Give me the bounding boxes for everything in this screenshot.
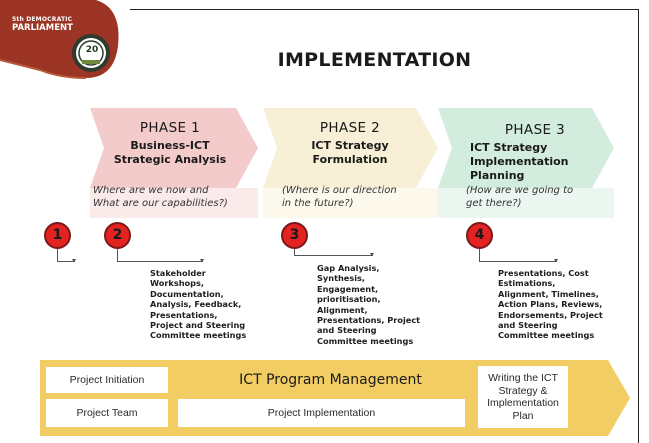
phase2-activity-line: Engagement, [317,283,379,294]
phase3-title-line2: Implementation [470,155,569,168]
title-area: IMPLEMENTATION [0,0,649,80]
step-2-arrowhead [200,259,204,262]
phase3-activity-line: Estimations, [498,278,556,289]
phase1-question-line2: What are our capabilities?) [93,198,228,209]
program-management-title: ICT Program Management [239,372,422,388]
phase1-title-line2: Strategic Analysis [113,153,227,166]
phase3-activity-line: Committee meetings [498,330,595,341]
phase2-activity-line: Gap Analysis, [317,263,380,273]
phase3-activity-line: and Steering [498,320,558,331]
writing-plan-box [478,366,568,428]
phase1-activity-line: Presentations, [150,309,218,320]
writing-plan-line3: Implementation [487,397,559,409]
phase2-activity-line: and Steering [317,325,377,336]
phase3-question: (How are we going to get there?) [466,184,573,210]
step-4-connector [479,249,557,262]
step-1-connector [57,249,75,262]
phase1-activity-line: Workshops, [150,278,205,289]
phase3-activity-line: Presentations, Cost [498,268,589,278]
writing-plan-line4: Plan [512,409,534,422]
phase3-activity-line: Action Plans, Reviews, [498,299,603,310]
phase1-header: PHASE 1 Business-ICT Strategic Analysis [110,120,230,167]
logo-graphic [0,0,119,79]
phase3-activity-line: Alignment, Timelines, [498,288,599,299]
step-1-circle: 1 [44,222,71,249]
phase3-label: PHASE 3 [504,122,566,138]
page-title: IMPLEMENTATION [277,49,472,71]
phase3-title: ICT Strategy Implementation Planning [470,141,590,183]
phase2-activity-line: Alignment, [317,304,368,315]
phase3-question-line2: get there?) [466,198,522,209]
step-4-circle: 4 [466,222,493,249]
phase2-activity-line: Presentations, Project [317,315,421,326]
phase2-fade [263,188,438,218]
project-initiation-box: Project Initiation [46,367,168,393]
phase1-activity-line: Documentation, [150,288,224,299]
step-4-arrowhead [554,259,558,262]
phase1-question-line1: Where are we now and [93,185,209,196]
phase3-question-line1: (How are we going to [466,185,574,196]
phase1-activity-line: Analysis, Feedback, [150,299,242,310]
phase2-activity-line: prioritisation, [317,294,381,305]
phase2-title-line2: Formulation [312,153,388,166]
project-team-label: Project Team [76,407,138,419]
phase1-chevron [90,108,258,188]
phase1-activity-line: Committee meetings [150,330,247,341]
step-1-arrowhead [72,259,76,262]
phase1-activities: Stakeholder Workshops, Documentation, An… [150,268,246,341]
phase1-title-line1: Business-ICT [130,139,210,152]
phase2-label: PHASE 2 [319,120,381,136]
phase3-chevron [438,108,614,188]
phase3-header: PHASE 3 [470,122,600,138]
phase3-activities: Presentations, Cost Estimations, Alignme… [498,268,603,341]
writing-plan-line1: Writing the ICT [488,372,558,384]
phase2-question: (Where is our direction in the future?) [282,184,397,210]
writing-plan-line2: Strategy & [498,384,548,397]
phase2-activity-line: Committee meetings [317,335,414,346]
project-implementation-box: Project Implementation [178,399,465,427]
phase1-activity-line: Stakeholder [150,268,206,278]
phase2-activities: Gap Analysis, Synthesis, Engagement, pri… [317,263,420,346]
step-3-connector [294,249,373,256]
phase1-fade [90,188,258,218]
phase2-chevron [263,108,438,188]
phase3-title-line3: Planning [470,169,525,182]
logo-main-text: PARLIAMENT [12,23,73,33]
phase1-label: PHASE 1 [139,120,201,136]
phase3-fade [438,188,614,218]
phase2-question-line2: in the future?) [282,198,354,209]
phase2-header: PHASE 2 ICT Strategy Formulation [285,120,415,167]
step-2-circle: 2 [104,222,131,249]
phase1-question: Where are we now and What are our capabi… [93,184,228,210]
writing-plan-text: Writing the ICT Strategy & Implementatio… [482,372,564,422]
step-3-arrowhead [370,253,374,256]
phase2-title-line1: ICT Strategy [311,139,389,152]
step-2-connector [117,249,203,262]
project-initiation-label: Project Initiation [69,374,145,386]
step-3-circle: 3 [281,222,308,249]
phase3-title-line1: ICT Strategy [470,141,548,154]
phase1-activity-line: Project and Steering [150,320,246,331]
logo-badge: 20 [85,45,99,55]
phase3-activity-line: Endorsements, Project [498,309,603,320]
project-team-box: Project Team [46,399,168,427]
phase2-question-line1: (Where is our direction [282,185,397,196]
project-implementation-label: Project Implementation [267,407,376,419]
logo-top-text: 5th DEMOCRATIC [12,16,73,23]
phase2-activity-line: Synthesis, [317,273,366,284]
parliament-logo: 5th DEMOCRATIC PARLIAMENT 20 [0,0,130,92]
